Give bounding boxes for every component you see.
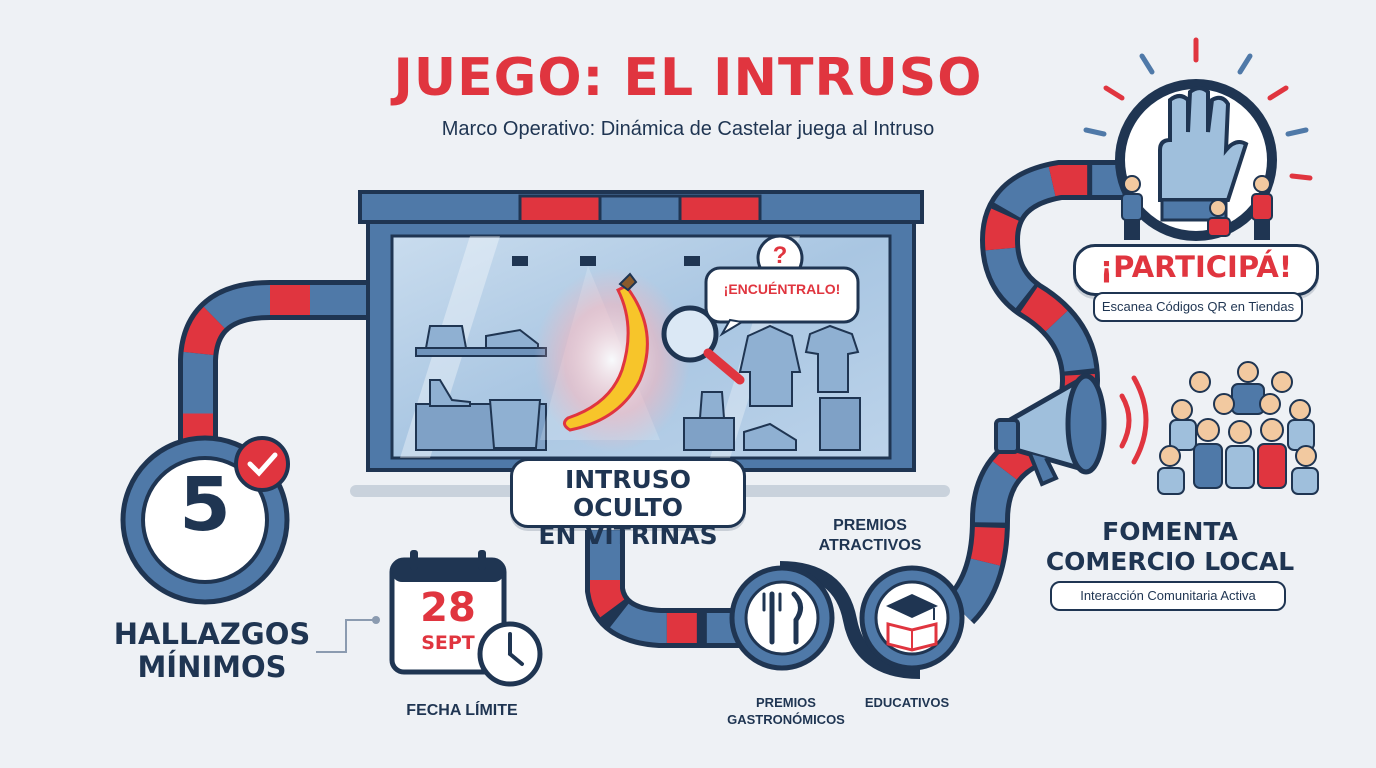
fork-knife-icon	[762, 591, 803, 645]
intruso-line-2: EN VITRINAS	[538, 521, 718, 550]
banana-intruder	[534, 268, 690, 452]
fomenta-line-1: FOMENTA	[1102, 517, 1238, 546]
calendar-day: 28	[420, 585, 476, 631]
hallazgos-label: HALLAZGOS MÍNIMOS	[98, 618, 326, 684]
hand-icon	[1158, 86, 1249, 202]
speech-bubbles	[704, 234, 860, 337]
calendar-month: SEPT	[421, 632, 475, 654]
clock-icon	[477, 621, 543, 687]
hallazgos-badge	[120, 435, 290, 605]
encuentralo-label: ¡ENCUÉNTRALO!	[723, 281, 841, 297]
community-crowd-icon	[1157, 361, 1319, 495]
intruso-line-1: INTRUSO OCULTO	[564, 465, 692, 522]
fomenta-line-2: COMERCIO LOCAL	[1045, 547, 1295, 576]
page-subtitle: Marco Operativo: Dinámica de Castelar ju…	[441, 118, 935, 140]
premios-infinity	[729, 561, 965, 679]
premios-gas-line-1: PREMIOS	[756, 695, 816, 710]
premios-atractivos-label: PREMIOS ATRACTIVOS	[795, 516, 945, 556]
escanea-subtitle: Escanea Códigos QR en Tiendas	[1093, 292, 1303, 322]
educativos-label: EDUCATIVOS	[864, 695, 950, 710]
question-mark: ?	[772, 242, 788, 269]
connector-line	[316, 619, 376, 653]
rays	[1083, 37, 1313, 181]
check-icon	[247, 452, 278, 477]
interaccion-subtitle: Interacción Comunitaria Activa	[1050, 581, 1286, 611]
calendar-icon	[389, 550, 507, 675]
premios-gas-line-2: GASTRONÓMICOS	[727, 712, 845, 727]
hallazgos-number: 5	[179, 462, 231, 548]
people-small	[1121, 175, 1273, 240]
graduation-book-icon	[886, 594, 938, 652]
fomenta-comercio-title: FOMENTA COMERCIO LOCAL	[1030, 517, 1310, 577]
raised-hand-group	[1083, 37, 1313, 241]
hallazgos-line-2: MÍNIMOS	[137, 650, 287, 684]
hallazgos-line-1: HALLAZGOS	[113, 617, 311, 651]
premios-atr-line-1: PREMIOS	[833, 517, 907, 534]
intruso-oculto-label: INTRUSO OCULTO EN VITRINAS	[510, 458, 746, 550]
magnifier-icon	[661, 305, 745, 385]
premios-atr-line-2: ATRACTIVOS	[818, 537, 922, 554]
page-title: JUEGO: EL INTRUSO	[393, 48, 983, 108]
participa-title: ¡PARTICIPÁ!	[1073, 244, 1319, 296]
premios-gastronomicos-label: PREMIOS GASTRONÓMICOS	[716, 694, 856, 728]
fecha-limite-label: FECHA LÍMITE	[406, 702, 518, 719]
megaphone-icon	[994, 373, 1149, 487]
